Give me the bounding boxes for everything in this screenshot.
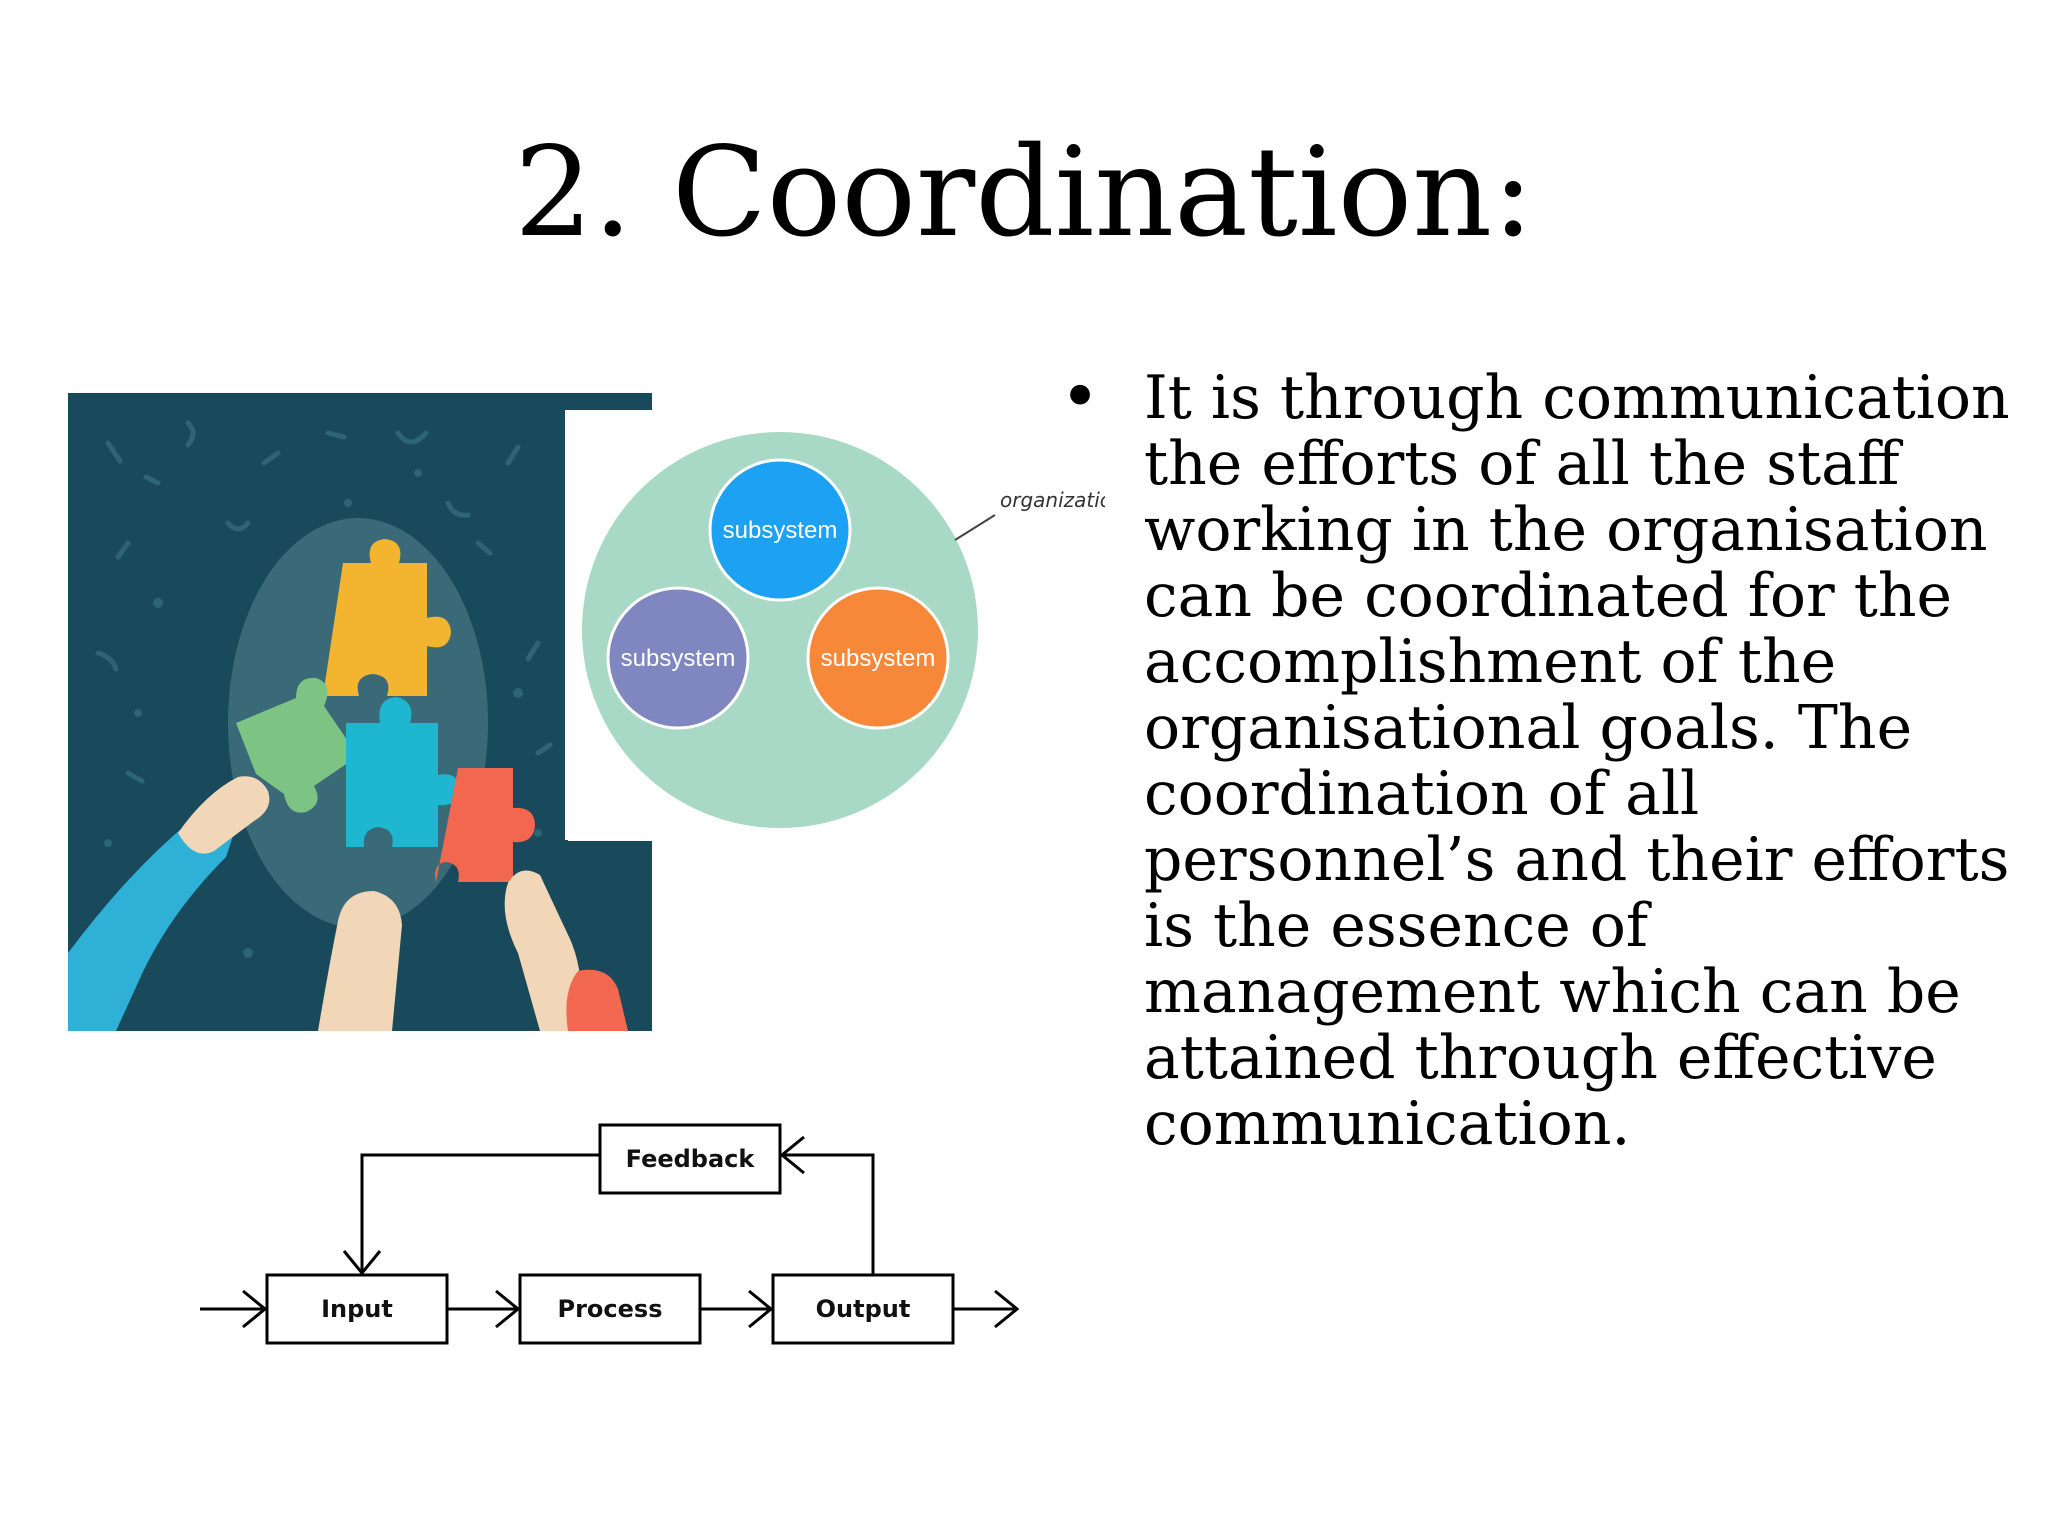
bullet-marker: •: [1060, 358, 1101, 437]
input-box: [265, 1273, 449, 1345]
feedback-box: [598, 1123, 782, 1195]
slide-title: 2. Coordination:: [514, 121, 1534, 265]
subsystem-left-circle: [606, 586, 750, 730]
input-label: Input: [321, 1295, 393, 1323]
process-label: Process: [558, 1295, 663, 1323]
subsystem-top-label: subsystem: [723, 517, 838, 544]
subsystem-right-label: subsystem: [821, 645, 936, 672]
process-box: [518, 1273, 702, 1345]
output-box: [771, 1273, 955, 1345]
organization-diagram: organization subsystem subsystem subsyst…: [565, 410, 1105, 840]
output-label: Output: [816, 1295, 911, 1323]
organization-label: organization: [1000, 488, 1105, 512]
subsystem-top-circle: [708, 458, 852, 602]
subsystem-right-circle: [806, 586, 950, 730]
flow-diagram: Feedback Input Process Output: [200, 1123, 1020, 1345]
bullet-text: It is through communication the efforts …: [1144, 363, 2010, 1159]
subsystem-left-label: subsystem: [621, 645, 736, 672]
feedback-label: Feedback: [626, 1145, 756, 1173]
